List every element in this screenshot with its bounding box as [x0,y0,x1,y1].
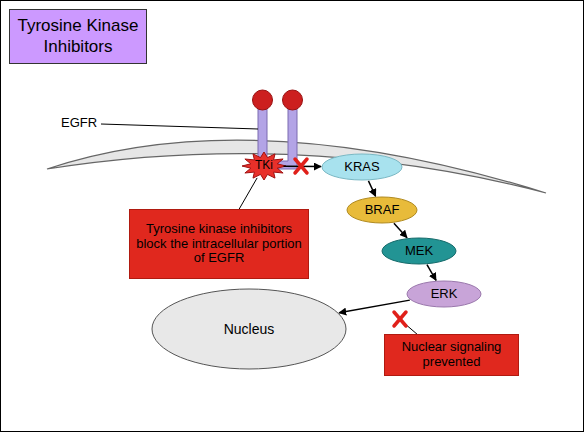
connector-arrow [284,165,321,167]
title-text: Tyrosine Kinase Inhibitors [16,16,140,57]
callout-box: Tyrosine kinase inhibitors block the int… [129,209,309,279]
connector-arrow [339,300,410,313]
node-text: KRAS [344,160,379,175]
node-text: Tyrosine kinase inhibitors block the int… [136,222,302,267]
mek-protein: MEK [381,237,457,265]
braf-protein: BRAF [346,196,418,224]
node-text: TKi [255,159,273,173]
block-mark [295,159,406,326]
part-label: EGFR [61,115,97,130]
connector-arrow [239,178,257,209]
callout-box: Nuclear signaling prevented [384,334,519,376]
connector-arrow [394,223,407,238]
leader-line [101,124,258,129]
erk-protein: ERK [406,280,482,308]
kras-protein: KRAS [321,153,403,181]
node-text: ERK [431,287,458,302]
inhibitor-burst: TKi [241,151,287,181]
connector-arrow [368,181,375,196]
connector-arrow [427,265,436,281]
nucleus: Nucleus [151,288,347,370]
node-text: Nucleus [224,321,275,337]
node-text: MEK [405,244,433,259]
node-text: Nuclear signaling prevented [391,340,512,370]
title-box: Tyrosine Kinase Inhibitors [9,9,147,64]
node-text: BRAF [365,203,400,218]
